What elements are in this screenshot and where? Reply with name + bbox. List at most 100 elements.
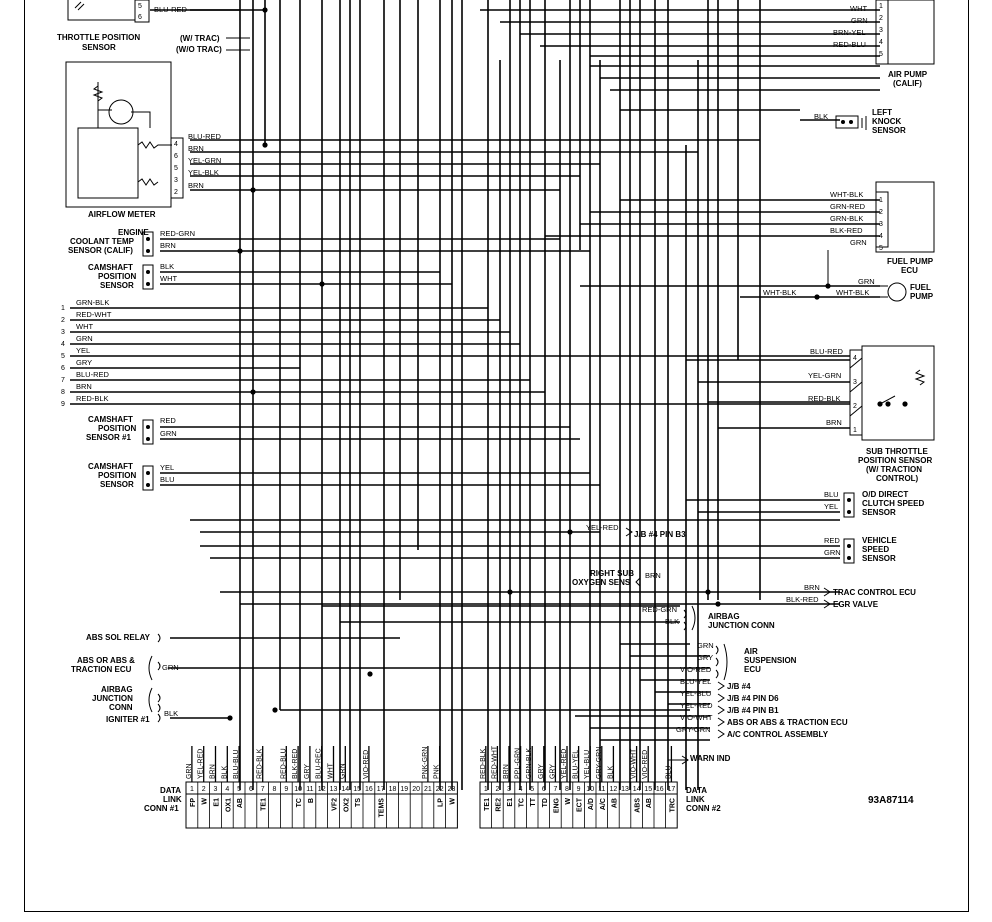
- dlc2-pin-3: 3: [507, 786, 511, 793]
- ect-label-1: ENGINE: [118, 228, 149, 237]
- dlc2-pin-14: 14: [633, 786, 641, 793]
- abs-trac-left-2: TRACTION ECU: [71, 665, 132, 674]
- dlc1-code-15: TS: [355, 798, 362, 807]
- od-label-2: CLUTCH SPEED: [862, 499, 924, 508]
- dlc1-pin-9: 9: [284, 786, 288, 793]
- cam1-label-1: CAMSHAFT: [88, 415, 133, 424]
- cam1-wire-1: RED: [160, 416, 176, 425]
- horizontal-wire-runs: [70, 9, 880, 741]
- dlc2-pin-2: 2: [495, 786, 499, 793]
- dlc1-wire-5: BLU-BLU: [233, 749, 240, 779]
- dlc2-code-4: TC: [519, 798, 526, 807]
- fp-pin-5: 5: [879, 245, 883, 252]
- left-blk-wire: BLK: [164, 709, 178, 718]
- cam2-wire-2: BLU: [160, 475, 175, 484]
- od-label-3: SENSOR: [862, 508, 896, 517]
- airflow-meter: 4 6 5 3 2 BLU-RED BRN YEL-GRN YEL-BLK BR…: [65, 61, 222, 208]
- mid-num-6: 6: [61, 365, 65, 372]
- dlc1-pin-6: 6: [249, 786, 253, 793]
- jb4-label: J/B #4: [727, 682, 751, 691]
- cam2-label-2: POSITION: [98, 471, 136, 480]
- dlc2-code-3: E1: [507, 798, 514, 807]
- dlc1-pin-4: 4: [225, 786, 229, 793]
- dlc1-pin-13: 13: [330, 786, 338, 793]
- dlc1-pin-8: 8: [273, 786, 277, 793]
- sub-throttle-position-sensor: 4 3 2 1 BLU-RED YEL-GRN RED-BLK BRN SUB …: [808, 345, 935, 483]
- fuel-pump-ecu: 1 2 3 4 5 WHT-BLK GRN-RED GRN-BLK BLK-RE…: [830, 181, 935, 275]
- ap-pin-4: 4: [879, 39, 883, 46]
- ap-wire-4: RED-BLU: [833, 40, 866, 49]
- mid-num-1: 1: [61, 305, 65, 312]
- dlc1-wire-21: PNK-GRN: [422, 747, 429, 779]
- air-pump-label-2: (CALIF): [893, 79, 922, 88]
- mid-wire-5: YEL: [76, 346, 90, 355]
- dlc2-pin-7: 7: [553, 786, 557, 793]
- wo-trac-label: (W/O TRAC): [176, 45, 222, 54]
- dlc1-wire-16: VIO-RED: [363, 750, 370, 779]
- susp-label-3: ECU: [744, 665, 761, 674]
- warn-ind-label: WARN IND: [690, 754, 731, 763]
- mid-wire-1: GRN-BLK: [76, 298, 109, 307]
- dlc1-label-3: CONN #1: [144, 804, 179, 813]
- dlc1-pin-19: 19: [400, 786, 408, 793]
- susp-label-1: AIR: [744, 647, 758, 656]
- ap-pin-3: 3: [879, 27, 883, 34]
- dlc1-pin-18: 18: [389, 786, 397, 793]
- susp-label-2: SUSPENSION: [744, 656, 797, 665]
- dlc2-code-17: TRC: [669, 798, 676, 812]
- throttle-position-sensor: 5 6 BLU-RED: [67, 0, 265, 23]
- fp-wire-4: BLK-RED: [830, 226, 863, 235]
- dlc2-pin-15: 15: [644, 786, 652, 793]
- dlc2-code-10: A/D: [588, 798, 595, 810]
- dlc2-wire-3: BRN: [503, 764, 510, 779]
- dlc1-code-23: W: [450, 798, 457, 805]
- dlc2-code-8: W: [565, 798, 572, 805]
- tps-label-line1: THROTTLE POSITION: [57, 33, 140, 42]
- jb-wire-2: YEL-BLU: [680, 689, 711, 698]
- stps-wire-3: RED-BLK: [808, 394, 841, 403]
- jb-connections: BLU-YEL YEL-BLU YEL-RED VIO-WHT GRY-GRN …: [676, 677, 848, 739]
- dlc1-code-5: AB: [237, 798, 244, 808]
- dlc2-pin-16: 16: [656, 786, 664, 793]
- cps-wire-1: BLK: [160, 262, 174, 271]
- o2-label-1: RIGHT SUB: [590, 569, 634, 578]
- dlc2-code-2: RE2: [495, 798, 502, 812]
- stps-wire-2: YEL-GRN: [808, 371, 841, 380]
- af-wire-4: YEL-BLK: [188, 168, 219, 177]
- stps-pin-1: 1: [853, 427, 857, 434]
- igniter-label: IGNITER #1: [106, 715, 150, 724]
- mid-wire-2: RED-WHT: [76, 310, 112, 319]
- camshaft-position-sensor: BLK WHT: [142, 262, 177, 290]
- ap-wire-3: BRN-YEL: [833, 28, 866, 37]
- airbag-junction-conn: RED-GRN BLK AIRBAG JUNCTION CONN: [642, 605, 775, 631]
- cps-wire-2: WHT: [160, 274, 177, 283]
- dlc1-code-7: TE1: [261, 798, 268, 811]
- egr-label: EGR VALVE: [833, 600, 879, 609]
- knock-wire: BLK: [814, 112, 828, 121]
- mid-wire-9: RED-BLK: [76, 394, 109, 403]
- coolant-temp-sensor: RED-GRN BRN: [142, 229, 195, 257]
- dlc1-pin-22: 22: [436, 786, 444, 793]
- mid-num-8: 8: [61, 389, 65, 396]
- left-side-connections: ABS SOL RELAY ABS OR ABS & TRACTION ECU …: [71, 633, 179, 724]
- stps-pin-2: 2: [853, 403, 857, 410]
- mid-wire-4: GRN: [76, 334, 93, 343]
- af-wire-1: BLU-RED: [188, 132, 222, 141]
- dlc1-code-4: OX1: [225, 798, 232, 812]
- dlc1-pin-20: 20: [412, 786, 420, 793]
- dlc2-wire-8: YEL-RED: [561, 749, 568, 779]
- knock-label-3: SENSOR: [872, 126, 906, 135]
- cps-label-2: POSITION: [98, 272, 136, 281]
- stps-wire-1: BLU-RED: [810, 347, 844, 356]
- vss-label-3: SENSOR: [862, 554, 896, 563]
- dlc2-pin-8: 8: [565, 786, 569, 793]
- af-pin-5: 5: [174, 165, 178, 172]
- dlc1-wire-9: RED-BLU: [280, 748, 287, 779]
- dlc2-wire-1: RED-BLK: [480, 748, 487, 779]
- dlc2-wire-6: GRY: [538, 764, 545, 779]
- dlc2-pin-11: 11: [598, 786, 605, 793]
- af-wire-2: BRN: [188, 144, 204, 153]
- dlc1-pin-1: 1: [190, 786, 194, 793]
- tps-label-line2: SENSOR: [82, 43, 116, 52]
- dlc2-pin-1: 1: [484, 786, 488, 793]
